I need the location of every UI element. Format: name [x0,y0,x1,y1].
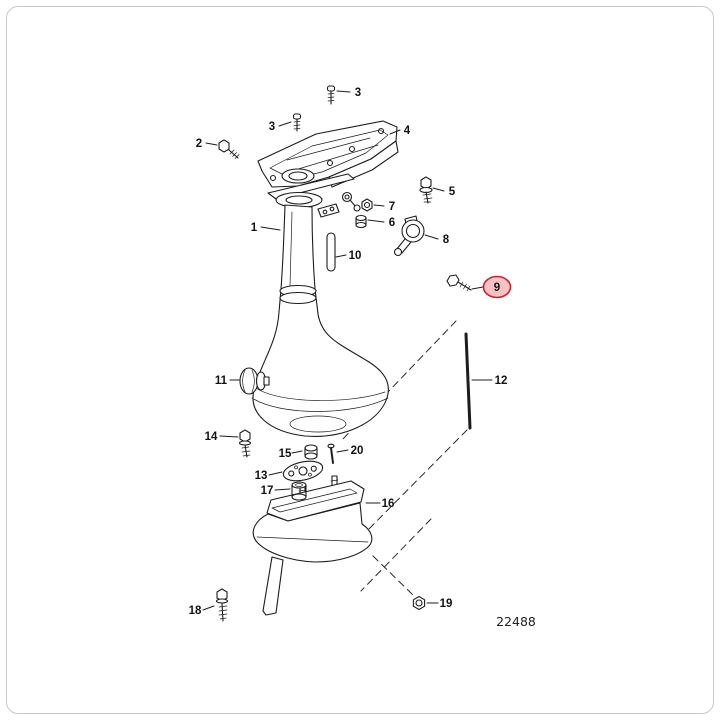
callout-3[interactable]: 3 [336,87,361,99]
callout-leader-line [336,449,349,453]
callout-7[interactable]: 7 [373,201,395,213]
part-pin-10 [326,232,336,272]
part-cap-11 [239,367,270,395]
callout-number: 10 [349,250,362,262]
callout-9-highlighted[interactable]: 9 [471,275,512,299]
callout-leader-line [424,234,439,240]
callout-20[interactable]: 20 [336,445,364,457]
callout-8[interactable]: 8 [424,234,450,246]
part-spacer-6 [355,214,367,229]
part-bolt-5 [419,176,433,204]
callout-1[interactable]: 1 [251,222,281,234]
highlight-circle[interactable] [482,275,512,299]
callout-number: 18 [189,605,202,617]
callout-leader-line [471,286,484,290]
callout-number: 4 [404,125,411,137]
callout-number: 14 [205,431,218,443]
callout-number: 20 [351,445,364,457]
callout-leader-line [274,488,291,491]
callout-leader-line [373,204,385,207]
callout-18[interactable]: 18 [189,605,215,617]
callout-number: 1 [251,222,258,234]
callout-number: 12 [495,375,508,387]
callout-number: 7 [389,201,395,213]
callout-leader-line [205,142,218,146]
part-bolt-2 [218,139,240,159]
callout-layer: 3 3 2 4 5 7 6 8 9 1 10 11 12 14 15 20 13 17 16 18 19 [189,87,512,617]
callout-number: 16 [382,498,395,510]
part-bolt-9 [446,274,472,292]
callout-number: 19 [440,598,453,610]
callout-number: 17 [261,485,274,497]
callout-6[interactable]: 6 [367,217,395,229]
callout-leader-line [219,435,239,438]
part-nut-7 [361,198,373,212]
part-gearcase [252,475,373,616]
callout-leader-line [291,450,303,454]
callout-number: 2 [196,138,202,150]
callout-number: 5 [449,186,456,198]
part-bolt-14 [238,429,252,458]
part-bolt-18 [215,588,229,622]
callout-15[interactable]: 15 [279,448,303,460]
callout-2[interactable]: 2 [196,138,218,150]
callout-number: 11 [215,375,228,387]
callout-number: 13 [255,470,268,482]
callout-leader-line [278,121,292,127]
callout-13[interactable]: 13 [255,470,283,482]
part-clamp-8 [393,215,425,257]
callout-17[interactable]: 17 [261,485,291,497]
callout-number: 9 [494,282,500,294]
callout-number: 6 [389,217,395,229]
callout-number: 15 [279,448,292,460]
part-shift-linkage [317,191,361,218]
callout-number: 3 [269,121,275,133]
part-bushing-15 [304,444,318,460]
callout-number: 8 [443,234,450,246]
callout-leader-line [202,605,215,611]
callout-4[interactable]: 4 [389,125,411,137]
part-screw-3-left [292,113,302,132]
diagram-artwork [215,85,472,622]
callout-leader-line [260,226,281,231]
drawing-number: 22488 [496,614,536,629]
part-driveshaft-housing [251,204,389,437]
callout-16[interactable]: 16 [365,498,395,510]
part-cap-17 [291,481,307,501]
callout-11[interactable]: 11 [215,375,240,387]
callout-leader-line [432,187,445,192]
callout-leader-line [389,129,401,135]
callout-number: 3 [355,87,361,99]
callout-leader-line [367,219,385,223]
part-plate-13 [282,460,324,482]
callout-10[interactable]: 10 [335,250,362,262]
part-pin-20 [327,443,335,464]
callout-leader-line [268,471,283,476]
part-adapter-plate [257,120,399,188]
callout-leader-line [336,90,351,93]
callout-12[interactable]: 12 [471,375,508,387]
part-stud-12 [464,332,472,430]
callout-5[interactable]: 5 [432,186,456,198]
part-nut-19 [412,595,426,611]
callout-3[interactable]: 3 [269,121,292,133]
callout-19[interactable]: 19 [426,598,453,610]
part-screw-3-top [326,85,336,105]
callout-leader-line [335,254,347,258]
part-housing-flange [275,191,323,209]
callout-14[interactable]: 14 [205,431,239,443]
